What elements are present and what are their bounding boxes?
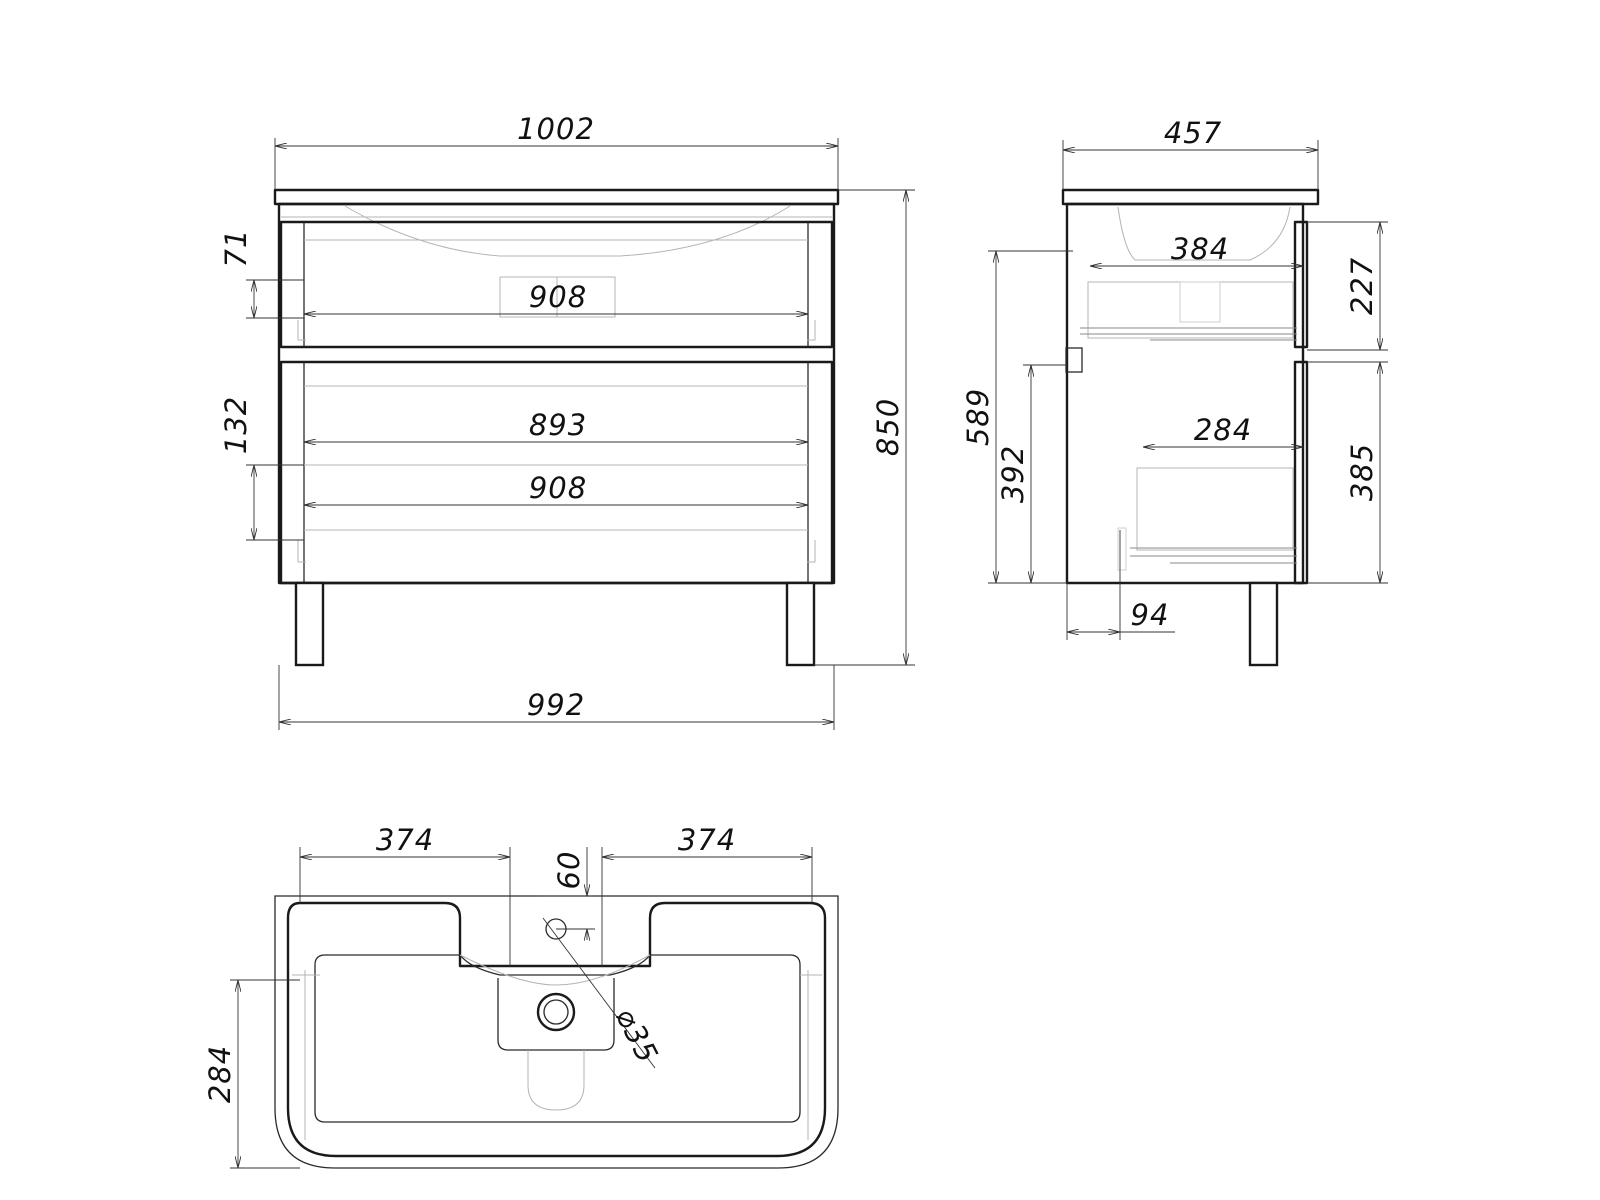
dimension-body-width: 992 [527,688,585,722]
dimension-lower-drawer-height: 132 [219,396,253,454]
dimension-overall-width: 1002 [517,112,595,146]
leg-front-right [785,581,816,667]
countertop-front [273,188,840,206]
dimension-lower-front-height: 385 [1345,443,1379,501]
dimension-overall-depth: 457 [1164,116,1222,150]
dimension-upper-drawer-depth: 384 [1171,232,1229,266]
leg-side [1248,581,1279,667]
basin-profile-hidden [1117,206,1291,261]
leader-drain-diameter [542,917,656,1069]
dimension-lower-drawer-width-top: 893 [529,408,587,442]
drawer-guides [297,320,816,563]
dimension-overall-height: 850 [871,398,905,456]
drain-hole [536,992,576,1032]
drain-area [497,978,615,1051]
dimension-body-height: 589 [961,388,995,446]
dimension-lower-section-height: 392 [996,445,1030,503]
dimension-basin-depth: 284 [203,1045,237,1103]
front-view: 1002 992 850 908 71 893 908 132 [219,112,915,730]
leg-front-left [294,581,325,667]
lower-drawer-front [279,360,834,585]
dimension-lower-drawer-width: 908 [529,471,587,505]
basin-outer-outline [274,895,839,1169]
dimension-right-offset: 374 [678,823,736,857]
basin-outline-hidden [344,205,791,257]
dimension-drain-diameter: ⌀35 [609,1002,665,1069]
dimension-tap-offset: 60 [552,851,586,890]
side-view: 457 384 284 227 385 589 392 94 [961,116,1388,667]
basin-rim [286,901,827,1158]
top-view: 374 374 60 ⌀35 284 [203,823,839,1169]
lower-drawer-box-hidden [1136,467,1294,551]
upper-drawer-front-edge [1293,220,1309,349]
dimension-lower-drawer-depth: 284 [1194,413,1252,447]
dimension-upper-drawer-width: 908 [529,280,587,314]
basin-bowl [314,954,801,1123]
cabinet-side-panel [1065,202,1305,585]
lower-drawer-front-edge [1293,360,1309,585]
dimension-left-offset: 374 [376,823,434,857]
dimension-leg-offset: 94 [1131,598,1170,632]
upper-drawer-front [279,220,834,349]
dimension-upper-front-height: 227 [1345,257,1379,315]
dimension-upper-drawer-height: 71 [219,229,253,268]
siphon-stub [1065,347,1083,373]
overflow-hidden [527,1050,585,1111]
cabinet-body-front [277,202,836,585]
countertop-side [1061,188,1320,206]
upper-drawer-box-hidden [1087,281,1294,339]
